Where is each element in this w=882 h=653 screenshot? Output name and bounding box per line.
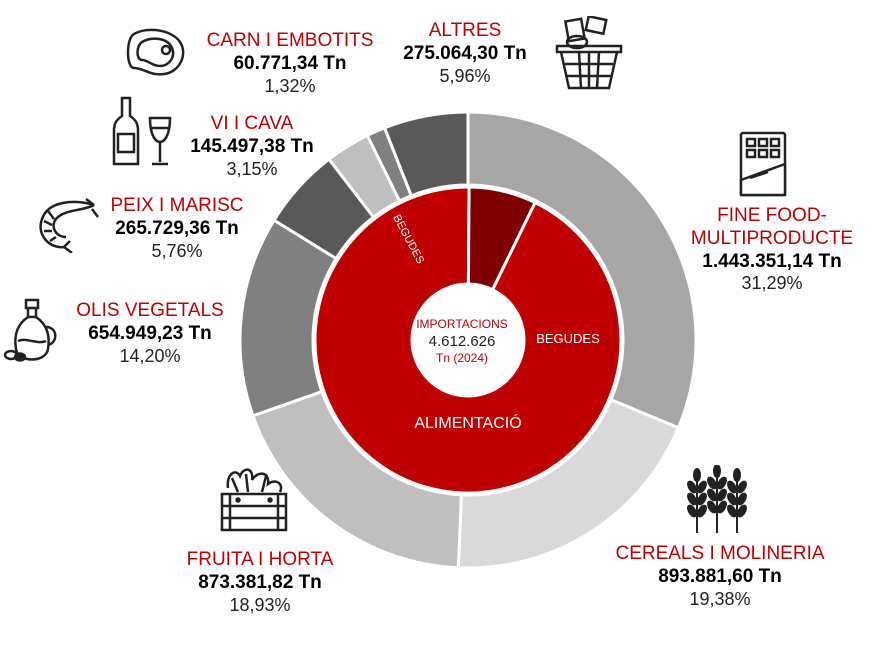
center-unit: Tn (2024) bbox=[436, 351, 488, 365]
inner-label-begudes: BEGUDES bbox=[536, 331, 600, 346]
label-fine-food: FINE FOOD- MULTIPRODUCTE 1.443.351,14 Tn… bbox=[672, 205, 872, 295]
label-name: PEIX I MARISC bbox=[110, 195, 244, 216]
vegetable-crate-icon bbox=[218, 462, 290, 534]
label-percent: 5,76% bbox=[151, 240, 203, 261]
label-percent: 5,96% bbox=[439, 65, 491, 86]
label-tonnes: 654.949,23 Tn bbox=[88, 322, 212, 344]
label-fruita: FRUITA I HORTA 873.381,82 Tn 18,93% bbox=[150, 549, 370, 616]
label-percent: 14,20% bbox=[119, 345, 181, 366]
label-olis: OLIS VEGETALS 654.949,23 Tn 14,20% bbox=[55, 300, 245, 367]
label-tonnes: 60.771,34 Tn bbox=[233, 52, 347, 74]
label-vi: VI I CAVA 145.497,38 Tn 3,15% bbox=[172, 113, 332, 180]
label-percent: 19,38% bbox=[689, 588, 751, 609]
steak-icon bbox=[124, 28, 186, 80]
outer-slice-7 bbox=[382, 110, 470, 198]
center-title: IMPORTACIONS bbox=[416, 317, 508, 331]
label-name: CARN I EMBOTITS bbox=[206, 30, 374, 51]
label-percent: 18,93% bbox=[229, 594, 291, 615]
label-name: FRUITA I HORTA bbox=[186, 549, 334, 570]
label-tonnes: 275.064,30 Tn bbox=[403, 42, 527, 64]
label-tonnes: 893.881,60 Tn bbox=[658, 565, 782, 587]
label-percent: 31,29% bbox=[741, 273, 803, 294]
wine-icon bbox=[112, 96, 174, 168]
chocolate-bar-icon bbox=[738, 130, 788, 198]
wheat-icon bbox=[684, 465, 750, 535]
outer-slice-0 bbox=[466, 110, 698, 430]
label-percent: 3,15% bbox=[226, 158, 278, 179]
label-name: VI I CAVA bbox=[210, 113, 294, 134]
label-tonnes: 873.381,82 Tn bbox=[198, 571, 322, 593]
center-total: 4.612.626 bbox=[429, 333, 496, 350]
label-name: ALTRES bbox=[428, 20, 502, 41]
label-name-2: MULTIPRODUCTE bbox=[690, 227, 854, 249]
label-percent: 1,32% bbox=[264, 75, 316, 96]
label-tonnes: 265.729,36 Tn bbox=[115, 217, 239, 239]
label-altres: ALTRES 275.064,30 Tn 5,96% bbox=[385, 20, 545, 87]
label-name: FINE FOOD- bbox=[717, 205, 827, 226]
label-cereals: CEREALS I MOLINERIA 893.881,60 Tn 19,38% bbox=[590, 543, 850, 610]
label-carn: CARN I EMBOTITS 60.771,34 Tn 1,32% bbox=[190, 30, 390, 97]
shrimp-icon bbox=[34, 197, 100, 253]
inner-ring bbox=[313, 185, 623, 495]
inner-label-alimentacio: ALIMENTACIÓ bbox=[414, 413, 521, 432]
olive-oil-icon bbox=[2, 297, 62, 369]
label-tonnes: 145.497,38 Tn bbox=[190, 135, 314, 157]
center-hole bbox=[412, 284, 524, 396]
shopping-basket-icon bbox=[553, 16, 625, 92]
label-peix: PEIX I MARISC 265.729,36 Tn 5,76% bbox=[92, 195, 262, 262]
inner-slice-1 bbox=[466, 185, 538, 292]
label-tonnes: 1.443.351,14 Tn bbox=[702, 250, 842, 272]
label-name: CEREALS I MOLINERIA bbox=[615, 543, 825, 564]
outer-ring bbox=[238, 110, 698, 570]
label-name: OLIS VEGETALS bbox=[76, 300, 224, 321]
